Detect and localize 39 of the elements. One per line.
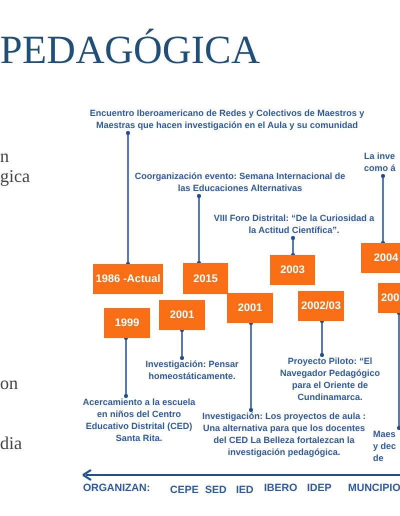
year-box: 2002/03 xyxy=(298,291,344,321)
connector-line xyxy=(126,131,130,266)
organizer-label: CEPE xyxy=(170,484,199,496)
event-text: Encuentro Iberoamericano de Redes y Colectivos de Maestros y Maestras que hacen investigación en el Aula y su comunidad xyxy=(80,107,374,133)
event-text: Proyecto Piloto: “El Navegador Pedagógico para el Oriente de Cundinamarca. xyxy=(274,355,386,403)
partial-heading-text: on xyxy=(0,373,18,394)
connector-line xyxy=(397,311,400,430)
organizer-label: IBERO xyxy=(264,482,298,494)
organizer-label: MUNCIPIO xyxy=(348,482,400,494)
title: PEDAGÓGICA xyxy=(0,26,260,74)
event-text: Acercamiento a la escuela en niños del Centro Educativo Distrital (CED) Santa Rita. xyxy=(80,396,198,444)
connector-line xyxy=(197,194,201,265)
connector-line xyxy=(291,236,295,257)
connector-line xyxy=(320,319,324,357)
partial-heading-text: dia xyxy=(0,433,22,454)
organizer-label: IDEP xyxy=(307,482,332,494)
year-box: 2001 xyxy=(227,293,273,323)
partial-heading-text: n xyxy=(0,146,9,167)
year-box: 2015 xyxy=(183,263,228,294)
event-text: VIII Foro Distrital: “De la Curiosidad a la Actitud Científica”. xyxy=(212,212,376,238)
event-text: Investigación: Los proyectos de aula : Una alternativa para que los docentes del CED La Belleza fortalezcan la investigación pedagógica. xyxy=(200,410,368,470)
year-box: 1986 -Actual xyxy=(93,264,163,294)
event-text: Investigación: Pensar homeostáticamente. xyxy=(140,358,244,384)
organizer-label: IED xyxy=(236,484,254,496)
event-text: La inve como á xyxy=(364,150,398,176)
year-box: 1999 xyxy=(104,308,150,338)
year-box: 2001 xyxy=(159,300,205,330)
event-text: Coorganización evento: Semana Internacional de las Educaciones Alternativas xyxy=(130,170,350,196)
year-box: 200 xyxy=(378,283,400,313)
year-box: 2003 xyxy=(270,255,315,285)
organizer-label: ORGANIZAN: xyxy=(83,482,150,494)
organizer-label: SED xyxy=(205,484,227,496)
connector-line xyxy=(249,321,253,412)
connector-line xyxy=(180,328,184,360)
year-box: 2004 xyxy=(361,243,400,273)
partial-heading-text: gica xyxy=(0,166,30,187)
connector-line xyxy=(381,174,385,245)
connector-line xyxy=(124,336,128,398)
event-text: Maes y dec de xyxy=(373,428,399,466)
